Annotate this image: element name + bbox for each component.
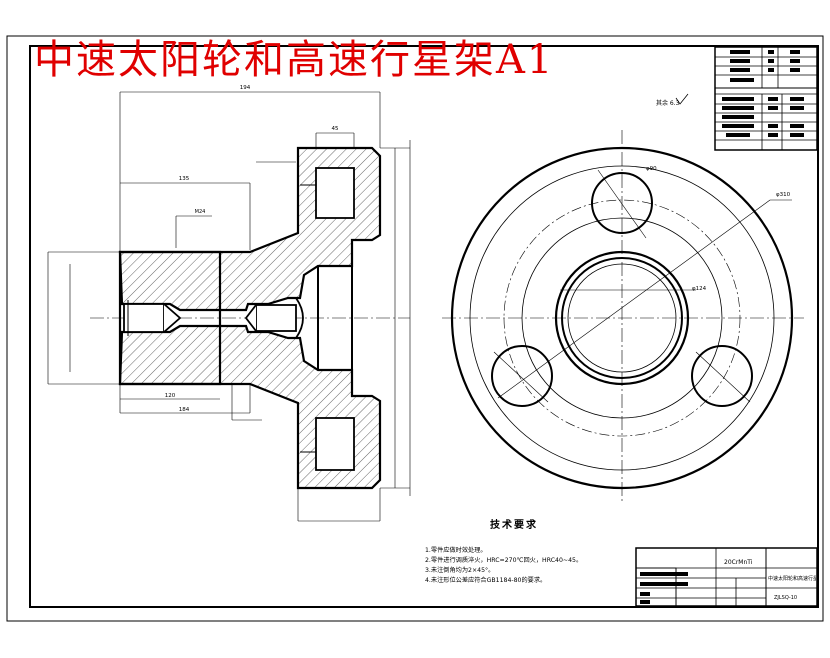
pin-hole-left <box>491 345 553 407</box>
drawing-title: 中速太阳轮和高速行星架A1 <box>34 37 555 83</box>
dim-hub-length: 135 <box>179 176 190 182</box>
tech-requirement-item: 4.未注形位公差应符合GB1184-80的要求。 <box>425 577 547 584</box>
dim-overall-length: 194 <box>240 85 251 91</box>
roughness-note: 其余 6.3 <box>656 100 680 107</box>
front-view: φ310 φ124 φ90 <box>442 130 804 504</box>
dim-hole: φ90 <box>646 166 657 172</box>
revision-table <box>635 567 688 607</box>
tech-requirements-heading: 技术要求 <box>490 520 538 531</box>
dim-flange-width: 45 <box>332 126 339 132</box>
parameter-table <box>714 46 818 151</box>
title-block-name: 中速太阳轮和高速行星架 <box>768 576 816 582</box>
hub-bore-circle <box>554 250 690 386</box>
section-view: 194 135 45 120 184 M24 <box>47 85 411 522</box>
tech-requirement-item: 2.零件进行调质淬火，HRC=270℃回火，HRC40~45。 <box>425 557 583 564</box>
roughness-symbol <box>675 93 689 105</box>
tech-requirement-item: 3.未注倒角均为2×45°。 <box>425 567 495 574</box>
title-block-material: 20CrMnTi <box>724 559 753 566</box>
dim-bore: φ124 <box>692 286 707 292</box>
outer-border <box>6 35 824 622</box>
dim-pcd: φ310 <box>776 192 791 198</box>
pin-hole-top <box>591 172 653 234</box>
flange-outer-circle <box>450 146 794 490</box>
tech-requirement-item: 1.零件应做时效处理。 <box>425 547 487 554</box>
inner-frame <box>29 45 819 608</box>
pin-hole-right <box>691 345 753 407</box>
dim-thread: M24 <box>195 209 206 215</box>
title-block-number: ZJLSQ-10 <box>774 595 798 601</box>
dim-bottom-length: 184 <box>179 407 190 413</box>
dim-bottom-hub: 120 <box>165 393 176 399</box>
